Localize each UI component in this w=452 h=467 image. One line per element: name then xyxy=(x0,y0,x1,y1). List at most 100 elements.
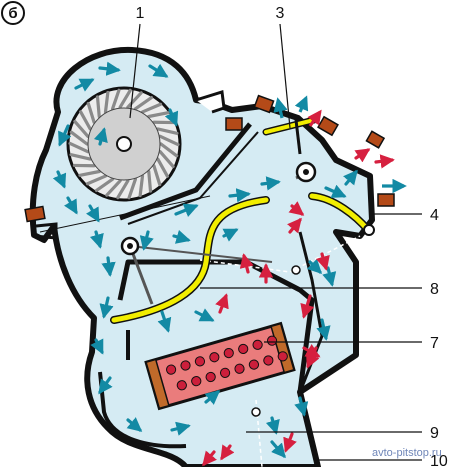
warm-air-arrow xyxy=(307,109,322,127)
fan-blade xyxy=(103,90,110,114)
cold-air-arrow xyxy=(194,308,215,322)
heater-core-tube xyxy=(234,363,245,374)
heater-core-tube xyxy=(252,339,263,350)
cold-air-arrow xyxy=(90,338,104,355)
cold-air-arrow xyxy=(93,127,108,146)
heater-core-tube xyxy=(180,360,191,371)
warm-air-arrow xyxy=(220,444,235,461)
heater-core-tube xyxy=(191,376,202,387)
warm-air-arrow xyxy=(300,294,315,319)
fan-blade xyxy=(156,157,169,178)
fan-blade xyxy=(152,164,162,187)
cold-air-arrow xyxy=(139,230,154,251)
fan-blade xyxy=(158,150,175,169)
fan-blade xyxy=(158,134,180,147)
heater-core-tube xyxy=(209,352,220,363)
defroster-flap xyxy=(308,192,375,236)
heater-core-tubes xyxy=(166,335,288,391)
cold-air-arrow xyxy=(294,396,309,417)
cold-air-arrow xyxy=(58,124,72,147)
fan-blade xyxy=(68,141,90,154)
cold-air-arrow xyxy=(98,376,113,395)
cold-air-arrow xyxy=(343,169,358,186)
heater-core xyxy=(144,321,296,411)
cold-air-arrow xyxy=(228,188,251,203)
fan-blade xyxy=(79,110,92,131)
warm-air-arrow xyxy=(354,148,371,163)
cold-air-arrow xyxy=(273,97,288,119)
cold-air-arrow xyxy=(270,440,286,459)
warm-air-arrow xyxy=(287,217,302,234)
fan-blade xyxy=(69,153,92,161)
fan-blade xyxy=(105,179,122,197)
cold-air-arrow xyxy=(99,296,114,319)
warm-air-arrow xyxy=(306,346,320,369)
callout-leaders xyxy=(129,23,422,461)
cold-air-arrow xyxy=(64,196,78,215)
heater-core-tube xyxy=(263,355,274,366)
mixing-flap xyxy=(110,196,270,324)
callout-number-3: 3 xyxy=(276,5,285,22)
cold-air-arrow xyxy=(157,310,172,333)
fan-blade xyxy=(159,142,179,158)
watermark: avto-pitstop.ru xyxy=(372,447,442,459)
cold-air-arrow xyxy=(164,108,179,127)
warm-air-arrow xyxy=(215,293,229,314)
cold-air-arrow xyxy=(74,78,95,92)
cold-air-arrow xyxy=(148,63,169,78)
cold-air-arrow xyxy=(204,390,221,405)
fan-blade xyxy=(127,177,138,200)
fan-blade xyxy=(85,174,108,186)
callout-number-9: 9 xyxy=(430,425,439,442)
heater-core-tube xyxy=(166,364,177,375)
fan-blades xyxy=(68,88,180,200)
fan-blade xyxy=(133,95,154,111)
fan-blade xyxy=(86,101,96,124)
cold-air-arrow xyxy=(222,228,239,242)
heater-core-tube xyxy=(219,367,231,378)
cold-air-arrow xyxy=(126,417,143,432)
mounting-brackets xyxy=(33,90,226,240)
heater-core-tube xyxy=(248,359,260,370)
callout-number-1: 1 xyxy=(136,5,145,22)
cold-air-arrow xyxy=(52,170,67,189)
callout-number-4: 4 xyxy=(430,207,439,224)
callout-number-7: 7 xyxy=(430,335,439,352)
fan-blade xyxy=(95,95,101,119)
cold-air-arrow xyxy=(89,230,104,249)
cold-air-arrow xyxy=(98,61,121,76)
heater-core-tube xyxy=(223,347,234,359)
fan-blade xyxy=(73,119,90,138)
cold-air-arrow xyxy=(294,95,309,113)
cold-air-arrow xyxy=(265,416,280,435)
fan-blade xyxy=(78,169,101,177)
panel-label-badge: б xyxy=(1,1,25,25)
fan-blade xyxy=(94,177,115,193)
cold-air-arrow xyxy=(260,176,281,191)
fan-blade xyxy=(110,88,121,111)
fan-blade xyxy=(69,130,89,146)
fan-blade xyxy=(126,91,143,109)
warm-air-arrow xyxy=(283,432,297,453)
heater-core-tube xyxy=(176,380,187,391)
fan-blade xyxy=(118,88,132,109)
cold-air-arrow xyxy=(172,229,191,244)
mounting-tabs xyxy=(24,94,395,223)
cold-air-arrow xyxy=(324,184,347,198)
fan-blade xyxy=(116,179,130,200)
heater-core-tube xyxy=(277,351,288,362)
heater-core-tube xyxy=(205,371,216,383)
cold-air-arrow xyxy=(170,421,191,436)
cold-air-arrow xyxy=(316,318,331,341)
panel-label: б xyxy=(8,5,17,22)
fan-blade xyxy=(140,102,163,114)
heater-core-tube xyxy=(194,356,206,367)
warm-air-arrow xyxy=(374,154,395,169)
cold-air-arrows xyxy=(52,61,407,459)
heater-core-tube xyxy=(238,343,249,355)
fan-blade xyxy=(156,127,179,135)
warm-air-arrow xyxy=(315,252,330,271)
callout-number-10: 10 xyxy=(430,453,448,467)
